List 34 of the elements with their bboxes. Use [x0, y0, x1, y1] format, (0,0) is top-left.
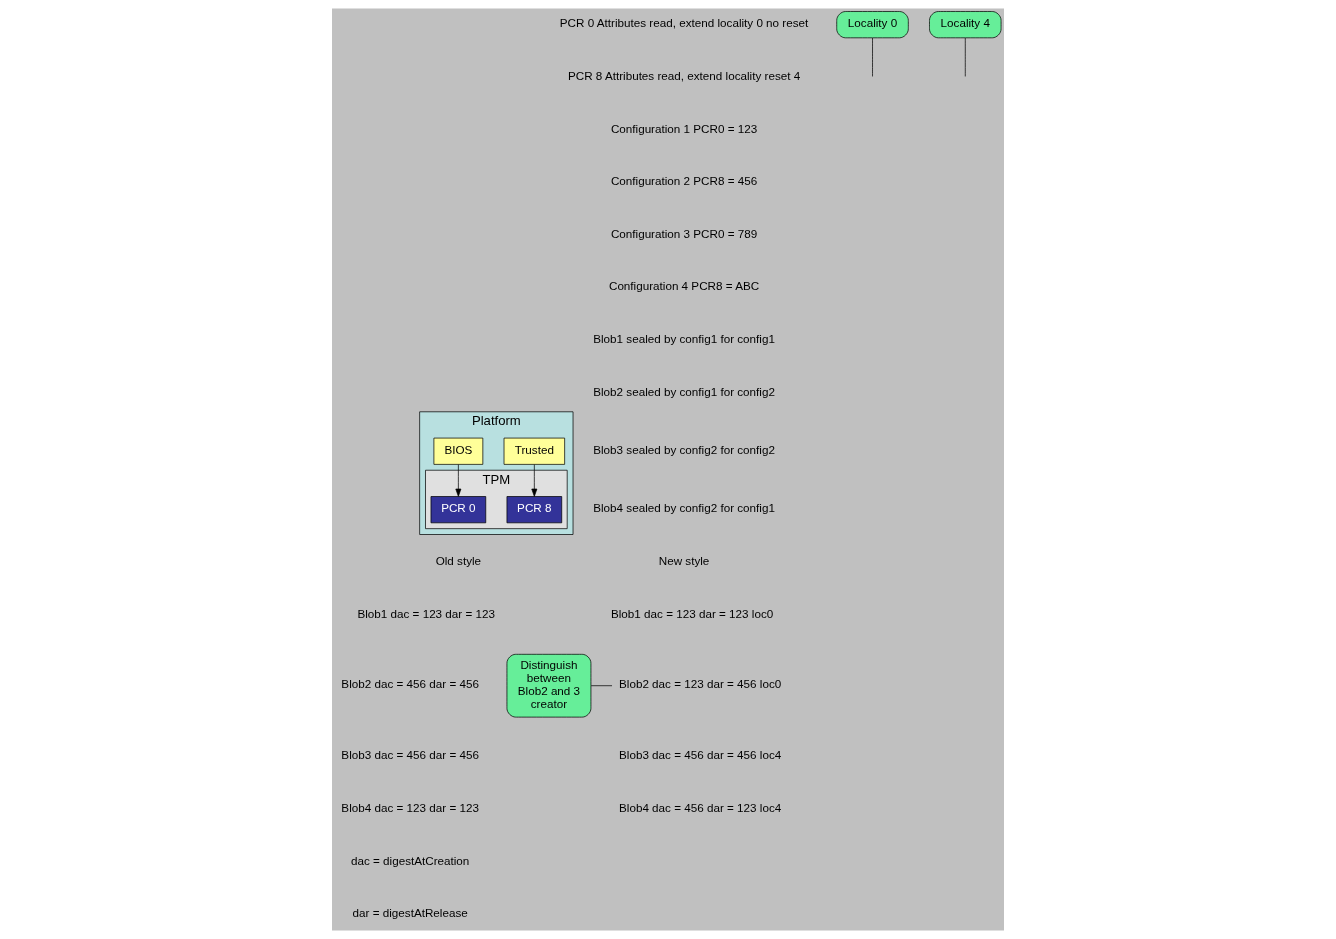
connector [872, 37, 873, 77]
node-box: PCR 8 [506, 496, 563, 524]
label: Blob1 dac = 123 dar = 123 loc0 [610, 606, 774, 620]
node-box: Distinguish between Blob2 and 3 creator [506, 653, 592, 718]
label: Blob1 dac = 123 dar = 123 [357, 606, 496, 620]
label: Blob3 dac = 456 dar = 456 loc4 [619, 748, 782, 762]
label: Configuration 4 PCR8 = ABC [608, 279, 760, 293]
label: Blob4 sealed by config2 for config1 [593, 501, 775, 515]
node-box: PCR 0 [430, 496, 487, 524]
label: Blob4 dac = 123 dar = 123 [341, 800, 479, 814]
label: dar = digestAtRelease [352, 906, 468, 920]
label: Blob3 dac = 456 dar = 456 [341, 748, 479, 762]
node-box: Locality 4 [929, 11, 1002, 39]
connector [590, 685, 613, 687]
label: Old style [435, 554, 482, 568]
node-box: Trusted [503, 437, 565, 465]
label: Blob4 dac = 456 dar = 123 loc4 [619, 800, 782, 814]
label: Configuration 1 PCR0 = 123 [610, 121, 758, 135]
arrow [531, 464, 538, 497]
arrow [455, 464, 462, 497]
label: PCR 0 Attributes read, extend locality 0 no reset [559, 16, 809, 30]
label: Blob2 dac = 456 dar = 456 [341, 677, 479, 691]
node-box: BIOS [433, 437, 484, 465]
label: New style [658, 554, 710, 568]
label: Blob3 sealed by config2 for config2 [593, 443, 775, 457]
connector [964, 37, 966, 77]
label: PCR 8 Attributes read, extend locality reset 4 [567, 69, 801, 83]
label: Configuration 2 PCR8 = 456 [610, 174, 758, 188]
node-box: Locality 0 [836, 11, 909, 39]
label: Blob1 sealed by config1 for config1 [593, 331, 775, 345]
label: Blob2 sealed by config1 for config2 [593, 384, 775, 398]
label: dac = digestAtCreation [350, 853, 470, 867]
node-text: Blob2 dac = 123 dar = 456 loc0 [619, 677, 782, 691]
label: Configuration 3 PCR0 = 789 [610, 226, 758, 240]
